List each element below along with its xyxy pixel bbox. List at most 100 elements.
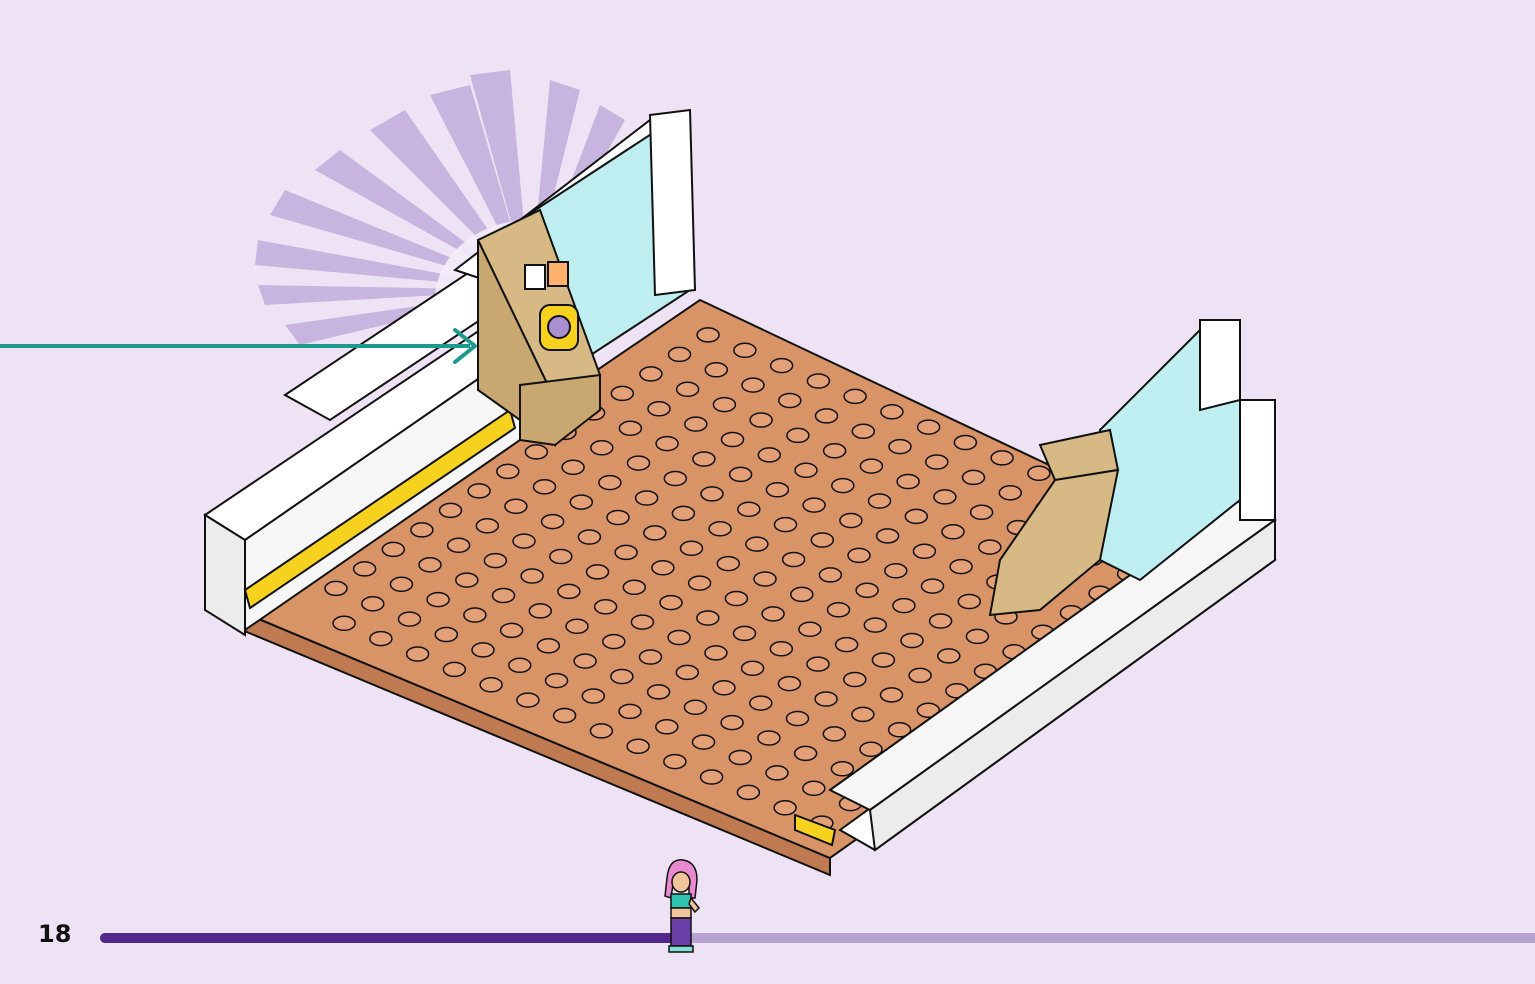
stud [544,672,569,689]
stud [793,745,818,762]
stud [818,567,843,583]
stud [618,703,642,720]
tan-slope-brick [476,208,602,447]
stud [405,646,430,662]
stud [691,734,716,750]
stud [352,561,377,577]
stud [740,660,765,677]
stud [418,557,442,573]
stud [426,591,450,608]
stud [704,362,729,378]
stud [916,702,941,719]
stud [716,555,741,572]
stud [757,447,782,463]
stud [830,761,855,777]
stud [634,490,659,506]
stud [646,684,671,700]
stud [708,521,732,537]
stud [491,587,516,604]
stud [953,434,978,451]
stud [626,738,650,755]
stud [324,580,348,597]
stud [577,529,602,545]
stud [912,543,937,560]
stud [614,544,638,561]
stud [778,392,802,409]
stud [896,473,920,490]
stud [549,548,573,565]
stud [822,443,847,459]
stud [659,594,683,611]
stud [749,412,773,428]
yellow-tile-small [794,813,837,847]
stud [887,722,912,738]
stud [969,504,994,521]
stud [630,614,655,630]
base-plate-studs [324,327,1235,831]
stud [643,525,667,541]
stud [699,769,724,785]
stud [651,560,675,576]
stud [957,593,982,610]
stud [859,741,883,758]
stud [978,539,1002,555]
stud [496,463,520,480]
stud [888,438,912,455]
stud [814,691,838,707]
stud [822,726,847,742]
stud [749,695,773,711]
stud [916,419,941,435]
stud [438,502,463,519]
stud [655,719,679,735]
stud [692,451,716,467]
stud [683,699,708,716]
stud [732,625,757,642]
stud [871,652,896,668]
stud [516,692,540,708]
stud [892,597,916,614]
stud [687,575,712,591]
stud [839,512,863,529]
stud [843,388,867,405]
stud [610,385,635,402]
stud [684,416,708,432]
stud [802,497,826,513]
stud [569,494,594,510]
stud [806,656,830,672]
stud [745,536,769,552]
stud [769,357,794,374]
stud [925,454,949,470]
stud [532,479,557,495]
stud [847,547,871,564]
stud [520,568,544,584]
stud [455,572,479,588]
stud [720,714,744,731]
stud [990,450,1014,466]
stud [397,611,422,627]
stud [724,590,749,607]
stud [696,610,720,626]
stud [602,633,626,650]
stud [949,558,973,575]
stud [504,498,528,515]
stud [941,524,965,540]
stud [769,641,794,657]
minifigure-icon [664,859,701,953]
stud [700,486,724,502]
stud [961,469,986,486]
stud [733,342,757,359]
stud [737,501,761,518]
stud [798,621,822,638]
stud [434,626,459,643]
stud [933,489,957,505]
stud [508,657,532,674]
stud [589,723,614,739]
stud [867,493,892,509]
stud [834,636,859,653]
stud [806,373,831,389]
stud [736,784,761,801]
stud [585,564,610,580]
stud [712,396,737,413]
